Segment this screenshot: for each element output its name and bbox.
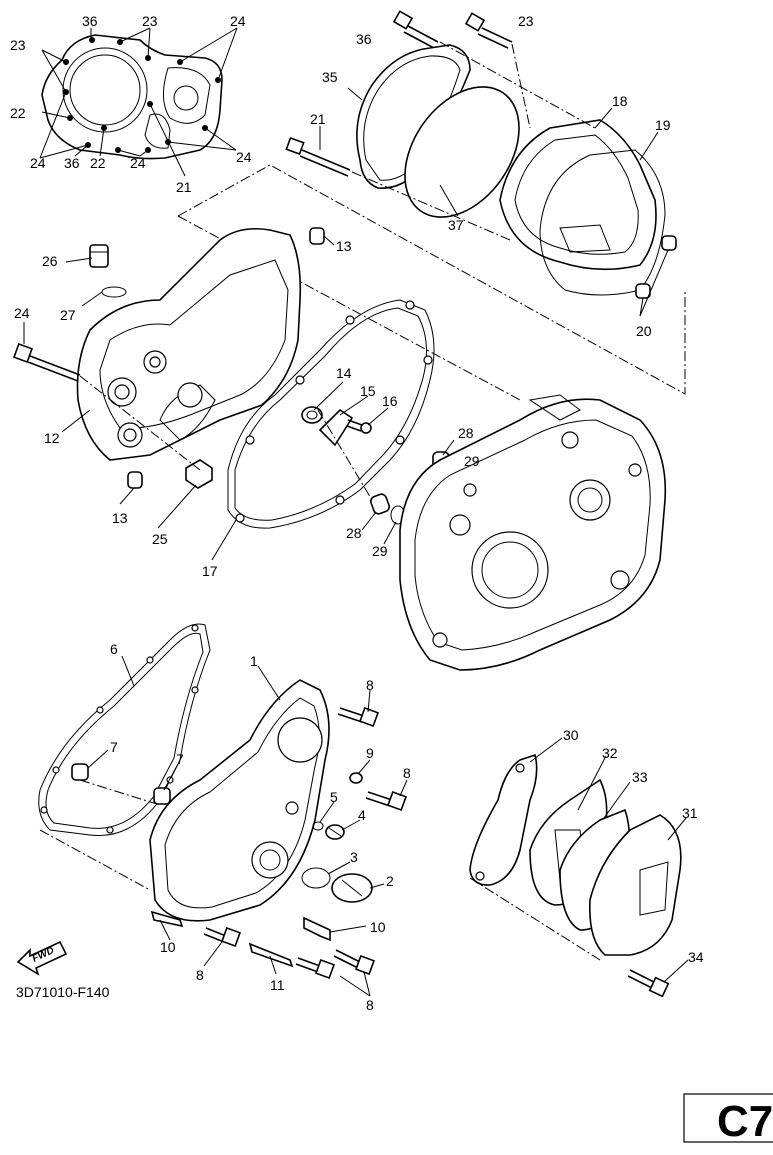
callout-30: 30 — [563, 727, 579, 743]
callout-2: 2 — [386, 873, 394, 889]
bolt-8-top — [337, 707, 379, 727]
page-tag-box: C7 — [683, 1093, 773, 1146]
plug-2 — [331, 873, 373, 903]
callout-27: 27 — [60, 307, 76, 323]
callout-34: 34 — [688, 949, 704, 965]
callout-8: 8 — [403, 765, 411, 781]
callout-37: 37 — [448, 217, 464, 233]
callout-24: 24 — [14, 305, 30, 321]
callout-21: 21 — [310, 111, 326, 127]
callout-23: 23 — [142, 13, 158, 29]
callout-4: 4 — [358, 807, 366, 823]
callout-10: 10 — [160, 939, 176, 955]
bolt-8-low-right — [333, 949, 375, 975]
page-tag: C7 — [717, 1097, 773, 1146]
callout-18: 18 — [612, 93, 628, 109]
plug-4 — [325, 824, 345, 840]
callout-36: 36 — [82, 13, 98, 29]
callout-24: 24 — [230, 13, 246, 29]
crankcase — [399, 394, 667, 671]
callout-29: 29 — [372, 543, 388, 559]
callout-9: 9 — [366, 745, 374, 761]
callout-1: 1 — [250, 653, 258, 669]
bolt-21 — [285, 136, 351, 177]
crankcase-cover-12 — [13, 227, 335, 529]
callout-15: 15 — [360, 383, 376, 399]
callout-24: 24 — [130, 155, 146, 171]
callout-32: 32 — [602, 745, 618, 761]
callout-8: 8 — [366, 997, 374, 1013]
bolt-pattern-inset — [39, 27, 238, 177]
callout-8: 8 — [366, 677, 374, 693]
clutch-cover-group — [177, 10, 686, 401]
callout-12: 12 — [44, 430, 60, 446]
bolt-34 — [627, 969, 670, 998]
callout-17: 17 — [202, 563, 218, 579]
callout-23: 23 — [518, 13, 534, 29]
callout-19: 19 — [655, 117, 671, 133]
callout-8: 8 — [196, 967, 204, 983]
callout-23: 23 — [10, 37, 26, 53]
bolt-8-low-left — [203, 927, 241, 947]
gasket-6 — [38, 623, 211, 891]
callout-28: 28 — [458, 425, 474, 441]
bolt-8-mid — [365, 791, 407, 811]
callout-33: 33 — [632, 769, 648, 785]
gasket-17-holes — [235, 300, 433, 523]
callout-3: 3 — [350, 849, 358, 865]
bolt-16 — [346, 419, 372, 434]
callout-36: 36 — [64, 155, 80, 171]
callout-14: 14 — [336, 365, 352, 381]
callout-11: 11 — [270, 977, 285, 993]
callout-5: 5 — [330, 789, 338, 805]
callout-21: 21 — [176, 179, 192, 195]
callout-36: 36 — [356, 31, 372, 47]
bolt-36 — [392, 10, 439, 49]
callout-35: 35 — [322, 69, 338, 85]
callout-24: 24 — [236, 149, 252, 165]
callout-22: 22 — [90, 155, 106, 171]
sprocket-cover-group — [469, 737, 689, 998]
callout-22: 22 — [10, 105, 26, 121]
callout-6: 6 — [110, 641, 118, 657]
figure-code: 3D71010-F140 — [16, 984, 110, 1000]
callout-10: 10 — [370, 919, 386, 935]
callout-24: 24 — [30, 155, 46, 171]
bolt-8-low-mid — [295, 957, 335, 979]
callout-29: 29 — [464, 453, 480, 469]
callout-7: 7 — [176, 751, 184, 767]
callout-7: 7 — [110, 739, 118, 755]
bolt-24-left — [13, 343, 81, 382]
magneto-cover-1 — [149, 665, 408, 997]
callout-16: 16 — [382, 393, 398, 409]
callout-labels: 36 23 24 23 22 24 36 22 24 21 24 36 23 3… — [10, 13, 704, 1013]
callout-26: 26 — [42, 253, 58, 269]
callout-25: 25 — [152, 531, 168, 547]
callout-31: 31 — [682, 805, 698, 821]
callout-13: 13 — [336, 238, 352, 254]
bolt-23 — [464, 12, 513, 49]
callout-20: 20 — [636, 323, 652, 339]
callout-28: 28 — [346, 525, 362, 541]
forward-direction-arrow: FWD — [16, 940, 68, 976]
callout-13: 13 — [112, 510, 128, 526]
